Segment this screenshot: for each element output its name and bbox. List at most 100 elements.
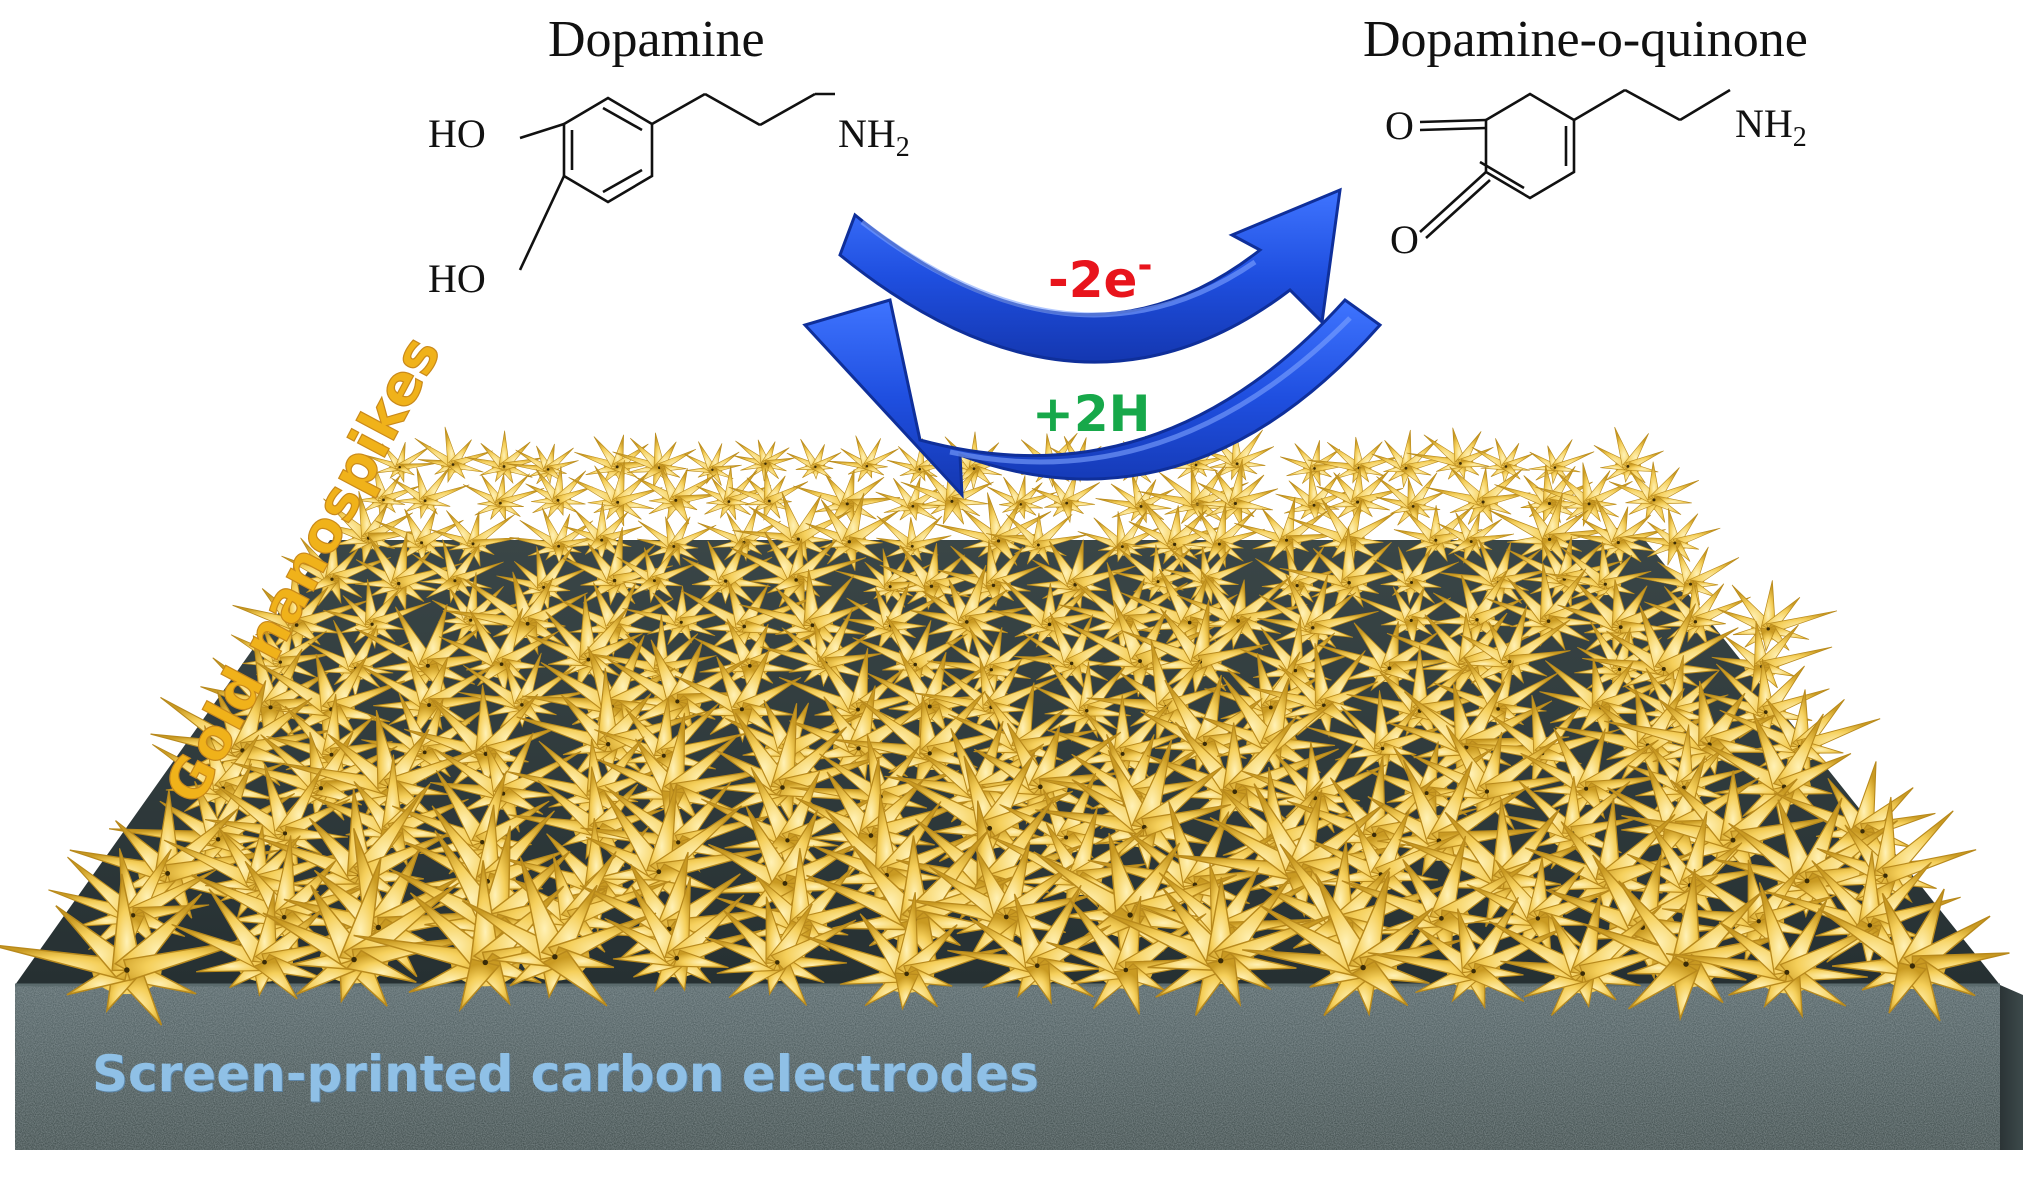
quinone-oxygen-top: O <box>1385 103 1414 148</box>
nanospike <box>879 542 996 611</box>
quinone-oxygen-bottom: O <box>1390 217 1419 262</box>
nanospike <box>525 466 593 519</box>
nanospike <box>1316 621 1457 700</box>
nanospike <box>730 531 867 611</box>
nanospike <box>1242 871 1464 1017</box>
nanospike <box>1287 497 1396 566</box>
nanospike <box>1528 439 1595 485</box>
quinone-amine-subscript: 2 <box>1792 122 1807 153</box>
nanospike <box>564 501 643 563</box>
nanospike <box>704 896 857 1006</box>
quinone-structure <box>1419 88 1731 239</box>
nanospike <box>1406 427 1494 480</box>
reduction-arrow <box>802 298 1383 500</box>
nanospike <box>1102 877 1335 1016</box>
nanospike <box>1817 888 2010 1022</box>
nanospike <box>674 648 802 744</box>
gold-nanospikes-layer <box>0 426 2010 1026</box>
nanospike <box>970 722 1122 825</box>
nanospike <box>805 492 900 571</box>
nanospike <box>947 884 1112 1005</box>
dopamine-structure <box>518 92 835 271</box>
nanospike <box>1234 496 1344 565</box>
nanospike <box>281 531 392 606</box>
oxidation-arrow <box>838 187 1342 364</box>
quinone-amine: NH2 <box>1735 100 1807 154</box>
nanospike <box>1034 661 1148 742</box>
nanospike <box>634 465 721 525</box>
dopamine-amine-text: NH <box>838 111 896 156</box>
nanospike <box>1457 605 1571 686</box>
nanospike <box>986 475 1057 520</box>
electrode-label: Screen-printed carbon electrodes <box>92 1045 1039 1103</box>
nanospike <box>1545 541 1652 605</box>
nanospike <box>1046 895 1234 1015</box>
nanospike <box>171 888 347 1000</box>
oxidation-label: -2e- <box>1048 245 1152 309</box>
nanospike <box>827 435 899 482</box>
nanospike <box>391 466 470 520</box>
dopamine-amine: NH2 <box>838 110 910 164</box>
nanospike <box>461 857 657 1007</box>
oxidation-text: -2e <box>1048 251 1138 309</box>
dopamine-name: Dopamine <box>548 11 765 68</box>
nanospike <box>900 458 994 525</box>
nanospike <box>1539 657 1672 744</box>
nanospike <box>462 473 545 522</box>
nanospike <box>1665 882 1880 1019</box>
nanospike <box>1257 573 1379 654</box>
nanospike <box>733 439 795 482</box>
nanospike <box>1375 472 1447 527</box>
nanospike <box>1437 511 1515 564</box>
nanospike <box>355 603 510 701</box>
nanospike <box>568 460 663 527</box>
nanospike <box>786 438 842 480</box>
nanospike <box>1354 586 1452 647</box>
proton-label: +2H <box>1032 385 1151 443</box>
nanospike <box>1195 458 1279 529</box>
quinone-name: Dopamine-o-quinone <box>1363 11 1808 68</box>
nanospike <box>1425 466 1531 525</box>
nanospike <box>1582 603 1739 697</box>
nanospike <box>414 426 493 484</box>
nanospike <box>1471 438 1534 485</box>
quinone-amine-text: NH <box>1735 101 1793 146</box>
dopamine-ho-top: HO <box>428 111 486 156</box>
electrode-front-texture <box>15 985 2000 1150</box>
nanospike <box>910 564 1031 655</box>
nanospike <box>364 441 439 484</box>
nanospike <box>616 547 699 604</box>
oxidation-superscript: - <box>1137 245 1153 286</box>
nanospike <box>1717 580 1838 653</box>
nanospike <box>1593 426 1664 484</box>
nanospike <box>1162 546 1253 605</box>
nanospike <box>793 469 901 528</box>
nanospike <box>622 585 725 645</box>
nanospike <box>1307 436 1402 484</box>
nanospike <box>1128 498 1223 571</box>
dopamine-ho-bottom: HO <box>428 256 486 301</box>
nanospike <box>1608 461 1699 523</box>
nanospike <box>696 466 772 521</box>
nanospike <box>947 682 1099 776</box>
nanospike <box>1625 508 1721 566</box>
nanospike <box>355 532 462 613</box>
nanospike <box>349 462 422 517</box>
nanospike <box>986 512 1089 566</box>
nanospike <box>1411 725 1588 831</box>
nanospike <box>875 476 945 522</box>
nanospike <box>1341 835 1531 965</box>
nanospike <box>412 539 504 604</box>
nanospike <box>323 579 431 650</box>
nanospike <box>604 876 762 993</box>
dopamine-amine-subscript: 2 <box>895 132 910 163</box>
reaction-arrows <box>802 187 1383 500</box>
nanospike <box>1373 546 1460 606</box>
electrode-side-face <box>2000 985 2023 1150</box>
nanospike <box>1201 426 1275 481</box>
nanospike <box>800 892 1009 1011</box>
nanospike <box>1305 690 1447 782</box>
nanospike <box>1582 868 1785 1022</box>
nanospike <box>1367 896 1565 1010</box>
